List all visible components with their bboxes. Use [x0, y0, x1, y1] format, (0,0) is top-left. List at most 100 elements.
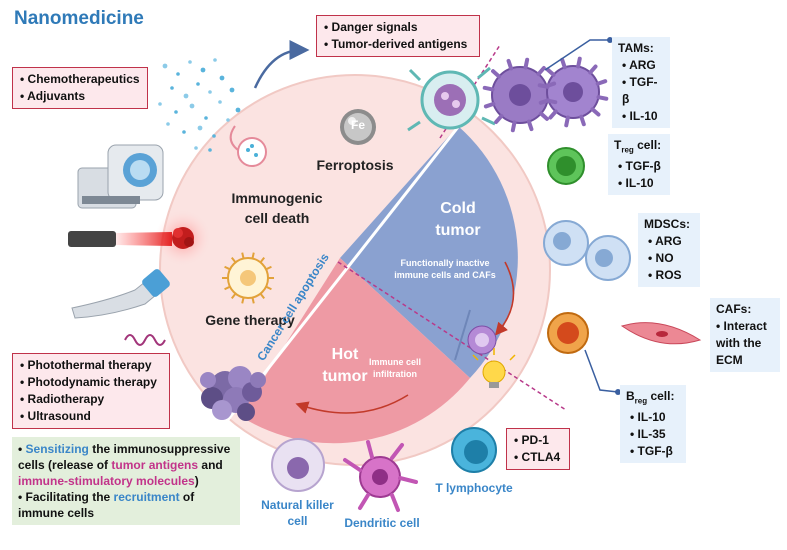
- summary-l1-a: •: [18, 442, 26, 456]
- mri-scanner-icon: [77, 144, 164, 209]
- summary-line-4: • Facilitating the recruitment of: [18, 489, 234, 505]
- label-icd-line2: cell death: [244, 210, 310, 226]
- immune-synapse-icon: [454, 309, 497, 361]
- tam-spike: [506, 58, 514, 71]
- label-nk-line2: cell: [287, 514, 308, 528]
- nanoparticle-spike: [224, 285, 231, 291]
- tam-spike: [526, 119, 534, 132]
- nanoparticle-dot: [235, 107, 241, 113]
- tumor-lobe: [250, 372, 266, 388]
- danger-item-2: • Tumor-derived antigens: [324, 37, 468, 51]
- physical-item-3: • Radiotherapy: [20, 392, 105, 406]
- icd-to-signals-arrow: [253, 40, 310, 89]
- tams-box: TAMs: • ARG • TGF-β • IL-10: [612, 37, 670, 128]
- caf-title: CAFs:: [716, 302, 752, 316]
- tam-spike: [491, 69, 502, 79]
- breg-connector-dot: [615, 389, 621, 395]
- summary-line-2: cells (release of tumor antigens and: [18, 457, 234, 473]
- breg-cell-icon: [547, 312, 589, 354]
- tumor-lobe: [212, 400, 232, 420]
- tam-spike: [595, 79, 608, 86]
- tam-spike: [494, 113, 504, 124]
- cold-to-hot-arrow: [494, 261, 515, 336]
- mdsc-item-1: • ARG: [648, 234, 682, 248]
- nk-cell-icon: [271, 438, 325, 492]
- caf-item-1: • Interact: [716, 319, 767, 333]
- tam-spike: [510, 120, 517, 133]
- nanoparticle-dot: [196, 82, 200, 86]
- caf-box: CAFs: • Interact with the ECM: [710, 298, 780, 372]
- ultrasound-probe-icon: [71, 269, 170, 346]
- danger-item-1: • Danger signals: [324, 20, 418, 34]
- tam-spike: [560, 57, 567, 70]
- nanoparticle-spike: [251, 297, 255, 304]
- treg-title-rest: cell:: [633, 138, 662, 152]
- summary-line-3: immune-stimulatory molecules): [18, 473, 234, 489]
- tam-spike: [576, 56, 582, 69]
- gene-nanoparticle-icon: [222, 252, 274, 304]
- physical-item-1: • Photothermal therapy: [20, 358, 152, 372]
- label-icd-line1: Immunogenic: [231, 190, 323, 206]
- physical-item-2: • Photodynamic therapy: [20, 375, 157, 389]
- breg-title: Breg cell:: [626, 388, 680, 409]
- summary-l2-c: and: [198, 458, 223, 472]
- label-hot-note-line1: Immune cell: [368, 357, 422, 367]
- nanoparticle-dot: [200, 67, 206, 73]
- treg-box: Treg cell: • TGF-β • IL-10: [608, 134, 670, 196]
- tumor-lobe: [237, 403, 255, 421]
- summary-recruitment: recruitment: [113, 490, 180, 504]
- nanoparticle-dot: [212, 134, 216, 138]
- summary-line-1: • Sensitizing the immunosuppressive: [18, 441, 234, 457]
- dashed-divider-top: [439, 44, 501, 139]
- tam-spike: [590, 107, 601, 117]
- physical-therapy-box: • Photothermal therapy • Photodynamic th…: [12, 353, 170, 429]
- summary-line-5: immune cells: [18, 506, 95, 520]
- tumor-mass-icon: [200, 366, 266, 421]
- label-dendritic-cell: Dendritic cell: [344, 516, 420, 530]
- tam-spike: [523, 57, 530, 70]
- nanoparticle-spike: [231, 293, 237, 299]
- nanoparticle-dot: [166, 122, 170, 126]
- nanoparticle-spike: [224, 265, 231, 271]
- breg-title-rest: cell:: [647, 389, 675, 403]
- tam-spike: [596, 95, 609, 101]
- summary-l4-c: of: [179, 490, 195, 504]
- treg-title: Treg cell:: [614, 137, 664, 158]
- nanoparticle-dot: [208, 90, 212, 94]
- nanoparticle-dot: [188, 60, 192, 64]
- breg-item-2: • IL-35: [630, 427, 666, 442]
- tams-item-2: • TGF-β: [622, 75, 658, 106]
- tam-spike: [482, 85, 495, 92]
- fe-ion-icon: [340, 109, 376, 145]
- caf-item-3: ECM: [716, 353, 743, 367]
- mdsc-item-3: • ROS: [648, 268, 682, 282]
- label-hot-tumor: Hot tumor: [305, 344, 385, 388]
- nanoparticle-dot: [183, 93, 189, 99]
- breg-connector: [584, 349, 619, 393]
- tam-cells-icon: [491, 65, 600, 124]
- summary-l1-c: the immunosuppressive: [88, 442, 231, 456]
- label-hot-line2: tumor: [322, 368, 368, 385]
- label-hot-note: Immune cell infiltration: [360, 356, 430, 380]
- tam-connector: [544, 39, 610, 71]
- tam-spike: [545, 67, 556, 77]
- breg-box: Breg cell: • IL-10 • IL-35 • TGF-β: [620, 385, 686, 464]
- nanoparticle-dot: [170, 86, 174, 90]
- nanoparticle-dot: [204, 116, 208, 120]
- nanoparticle-spike: [265, 285, 272, 291]
- summary-immune-molecules: immune-stimulatory molecules: [18, 474, 195, 488]
- caf-cell-icon: [620, 322, 702, 345]
- tumor-section-icon: [407, 66, 496, 132]
- label-hot-note-line2: infiltration: [373, 369, 417, 379]
- mdsc-title: MDSCs:: [644, 217, 691, 231]
- nanoparticle-dot: [189, 103, 195, 109]
- summary-l4-a: • Facilitating the: [18, 490, 114, 504]
- physical-item-4: • Ultrasound: [20, 409, 91, 423]
- tam-spike: [538, 98, 551, 105]
- nanoparticle-spike: [259, 293, 265, 299]
- tam-spikes: [482, 56, 609, 133]
- treg-title-main: T: [614, 138, 622, 152]
- tam-spike: [536, 66, 546, 77]
- nanoparticle-dot: [229, 87, 235, 93]
- label-nk-cell: Natural killer cell: [240, 497, 355, 529]
